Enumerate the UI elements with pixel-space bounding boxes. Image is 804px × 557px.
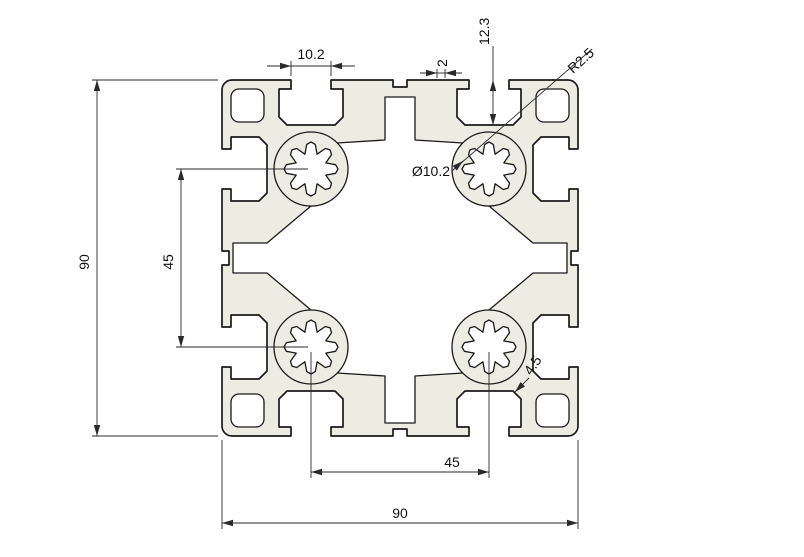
dim-bore-diameter: Ø10.2 <box>412 163 450 179</box>
dim-vertical-bore-spacing: 45 <box>160 254 176 270</box>
dim-lip-thickness: 2 <box>434 59 450 67</box>
dim-corner-radius: R2.5 <box>564 44 597 76</box>
dim-top-slot-width: 10.2 <box>297 46 324 62</box>
leader-arrow-line <box>514 377 530 393</box>
corner-cavity-top-left <box>230 88 265 123</box>
leader-arrow-line <box>452 160 464 171</box>
corner-cavity-bottom-right <box>535 393 570 428</box>
corner-cavity-bottom-left <box>230 393 265 428</box>
dim-slot-depth: 12.3 <box>476 18 492 45</box>
corner-cavity-top-right <box>535 88 570 123</box>
dim-horizontal-bore-spacing: 45 <box>444 454 460 470</box>
dim-overall-width: 90 <box>392 505 408 521</box>
bore-star-top-right <box>461 141 517 197</box>
dim-overall-height: 90 <box>76 254 92 270</box>
leader-line <box>451 48 593 172</box>
profile-geometry <box>221 79 579 437</box>
